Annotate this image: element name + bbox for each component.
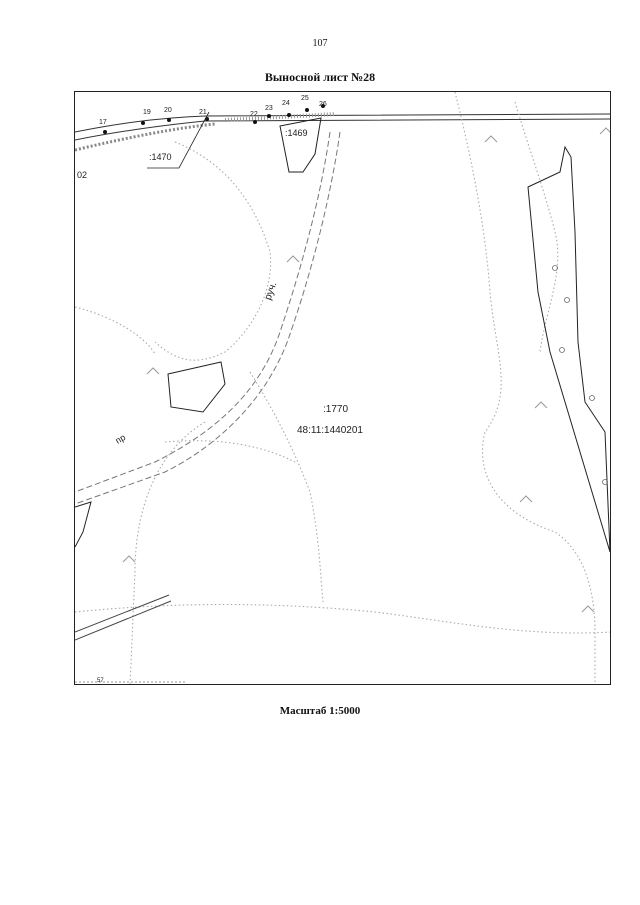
- cadastral-block-label: 48:11:1440201: [297, 425, 363, 436]
- point-label-24: 24: [282, 100, 290, 107]
- sheet-title: Выносной лист №28: [264, 70, 376, 84]
- point-label-23: 23: [265, 105, 273, 112]
- map-frame[interactable]: 17 19 20 21 22 23 24 25 26 :1469 :1470 р…: [74, 91, 611, 685]
- point-label-20: 20: [164, 107, 172, 114]
- parcel-1469-label: :1469: [285, 128, 308, 138]
- parcel-1770-label: :1770: [323, 404, 348, 415]
- point-label-19: 19: [143, 109, 151, 116]
- stream-label-short: пр: [114, 432, 128, 446]
- parcel-1470-label: :1470: [149, 152, 172, 162]
- scale-label: Масштаб 1:5000: [279, 705, 361, 717]
- point-label-21: 21: [199, 109, 207, 116]
- contour-lines: [75, 92, 610, 684]
- bottom-note: 57: [97, 678, 104, 684]
- point-label-17: 17: [99, 119, 107, 126]
- point-label-26: 26: [319, 101, 327, 108]
- road: [75, 112, 610, 152]
- bottom-road: [75, 594, 172, 641]
- point-label-25: 25: [301, 95, 309, 102]
- road-label: 02: [77, 170, 87, 180]
- left-edge-parcel[interactable]: [75, 501, 92, 548]
- point-labels: 17 19 20 21 22 23 24 25 26: [99, 95, 327, 126]
- parcel-1470-leader: [147, 111, 210, 169]
- parcel-1469-boundary[interactable]: [279, 117, 322, 173]
- center-left-parcel[interactable]: [167, 361, 226, 413]
- page-number: 107: [312, 38, 328, 49]
- stream-label: руч.: [263, 281, 280, 302]
- vegetation-symbols: [122, 127, 610, 613]
- stream: [75, 131, 341, 505]
- point-label-22: 22: [250, 111, 258, 118]
- right-parcel-markers: [552, 265, 608, 485]
- cadastral-map[interactable]: 17 19 20 21 22 23 24 25 26 :1469 :1470 р…: [75, 92, 611, 685]
- right-parcel-boundary[interactable]: [527, 145, 610, 553]
